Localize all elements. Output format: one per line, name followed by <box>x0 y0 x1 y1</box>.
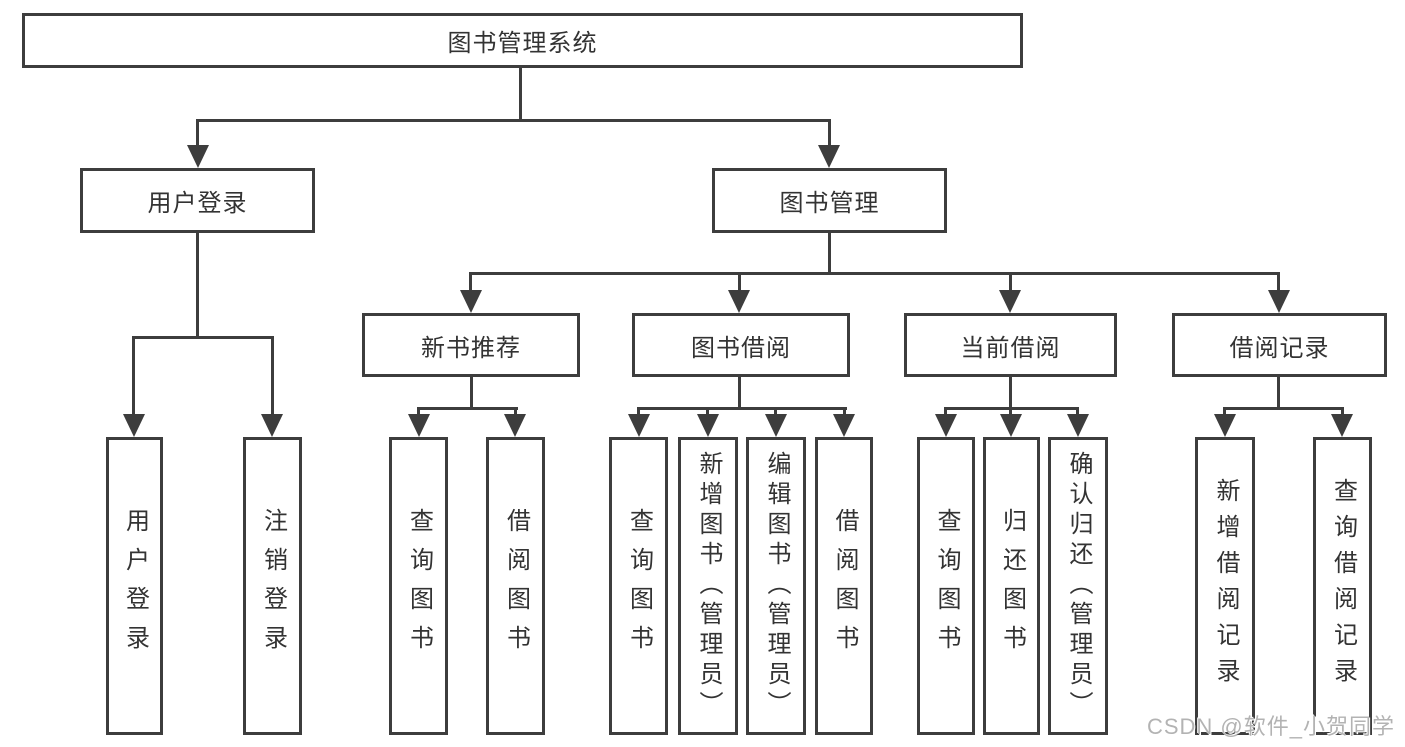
connector-bb-leaf3-shaft <box>774 407 777 419</box>
leaf-bb-edit-books-admin: 编辑图书（管理员） <box>746 437 806 735</box>
node-user-login: 用户登录 <box>80 168 315 233</box>
connector-borrowrecords-shaft <box>1277 272 1280 292</box>
leaf-cb-confirm-return-admin-label: 确认归还（管理员） <box>1065 451 1092 721</box>
node-book-borrow: 图书借阅 <box>632 313 850 377</box>
connector-login-leaf1-shaft <box>132 336 135 418</box>
arrow-br-leaf1 <box>1214 414 1236 437</box>
leaf-cb-confirm-return-admin: 确认归还（管理员） <box>1048 437 1108 735</box>
arrow-nb-leaf1 <box>408 414 430 437</box>
connector-root-stem <box>519 68 522 122</box>
connector-newbook-shaft <box>469 272 472 292</box>
connector-nb-leaf1-shaft <box>417 407 420 419</box>
node-borrow-records: 借阅记录 <box>1172 313 1387 377</box>
connector-newbook-stem <box>470 377 473 409</box>
connector-borrowrecords-bus <box>1223 407 1344 410</box>
leaf-br-query-record: 查询借阅记录 <box>1313 437 1372 735</box>
arrow-cb-leaf2 <box>1000 414 1022 437</box>
node-borrow-records-label: 借阅记录 <box>1229 334 1330 362</box>
connector-book-mgmt-bus <box>469 272 1280 275</box>
connector-user-login-bus <box>132 336 274 339</box>
connector-newbook-bus <box>417 407 518 410</box>
connector-bb-leaf4-shaft <box>843 407 846 419</box>
connector-currentborrow-shaft <box>1009 272 1012 292</box>
leaf-cb-return-books: 归还图书 <box>983 437 1040 735</box>
connector-bookborrow-shaft <box>738 272 741 292</box>
connector-bb-leaf1-shaft <box>637 407 640 419</box>
connector-book-mgmt-stem <box>828 233 831 275</box>
leaf-bb-query-books: 查询图书 <box>609 437 668 735</box>
connector-root-bus <box>196 119 831 122</box>
leaf-bb-add-books-admin: 新增图书（管理员） <box>678 437 738 735</box>
node-current-borrow: 当前借阅 <box>904 313 1117 377</box>
arrow-login-leaf1 <box>123 414 145 437</box>
node-new-book-recommend-label: 新书推荐 <box>421 334 521 362</box>
leaf-br-query-record-label: 查询借阅记录 <box>1329 478 1357 694</box>
connector-br-leaf2-shaft <box>1341 407 1344 419</box>
arrow-cb-leaf3 <box>1067 414 1089 437</box>
node-book-borrow-label: 图书借阅 <box>691 334 791 362</box>
leaf-nb-query-books: 查询图书 <box>389 437 448 735</box>
arrow-bb-leaf1 <box>628 414 650 437</box>
connector-bookborrow-stem <box>738 377 741 409</box>
connector-cb-leaf3-shaft <box>1076 407 1079 419</box>
leaf-br-add-record: 新增借阅记录 <box>1195 437 1255 735</box>
connector-cb-leaf1-shaft <box>944 407 947 419</box>
leaf-user-login: 用户登录 <box>106 437 163 735</box>
arrow-bb-leaf2 <box>697 414 719 437</box>
arrow-bookborrow <box>728 290 750 313</box>
leaf-nb-borrow-books: 借阅图书 <box>486 437 545 735</box>
node-user-login-label: 用户登录 <box>147 190 248 217</box>
arrow-bb-leaf4 <box>833 414 855 437</box>
arrow-borrowrecords <box>1268 290 1290 313</box>
connector-nb-leaf2-shaft <box>514 407 517 419</box>
arrow-br-leaf2 <box>1331 414 1353 437</box>
connector-br-leaf1-shaft <box>1223 407 1226 419</box>
arrow-nb-leaf2 <box>504 414 526 437</box>
node-current-borrow-label: 当前借阅 <box>960 334 1061 362</box>
leaf-bb-query-books-label: 查询图书 <box>625 508 653 664</box>
leaf-logout: 注销登录 <box>243 437 302 735</box>
leaf-bb-borrow-books: 借阅图书 <box>815 437 873 735</box>
arrow-login-leaf2 <box>261 414 283 437</box>
leaf-user-login-label: 用户登录 <box>121 508 149 664</box>
leaf-bb-edit-books-admin-label: 编辑图书（管理员） <box>763 451 790 721</box>
connector-book-mgmt-shaft <box>828 119 831 149</box>
arrow-bb-leaf3 <box>765 414 787 437</box>
connector-bookborrow-bus <box>637 407 847 410</box>
connector-user-login-shaft <box>196 119 199 149</box>
node-library-system-label: 图书管理系统 <box>447 30 598 57</box>
leaf-bb-borrow-books-label: 借阅图书 <box>831 508 858 664</box>
leaf-logout-label: 注销登录 <box>259 508 287 664</box>
leaf-cb-query-books-label: 查询图书 <box>933 508 960 664</box>
leaf-nb-borrow-books-label: 借阅图书 <box>502 508 530 664</box>
node-library-system: 图书管理系统 <box>22 13 1023 68</box>
arrow-user-login <box>187 145 209 168</box>
leaf-br-add-record-label: 新增借阅记录 <box>1212 478 1239 694</box>
leaf-bb-add-books-admin-label: 新增图书（管理员） <box>695 451 722 721</box>
node-new-book-recommend: 新书推荐 <box>362 313 580 377</box>
arrow-book-mgmt <box>818 145 840 168</box>
arrow-cb-leaf1 <box>935 414 957 437</box>
leaf-cb-return-books-label: 归还图书 <box>998 508 1026 664</box>
csdn-watermark: CSDN @软件_小贺同学 <box>1146 714 1395 739</box>
connector-bb-leaf2-shaft <box>706 407 709 419</box>
node-book-management-label: 图书管理 <box>779 190 880 217</box>
leaf-cb-query-books: 查询图书 <box>917 437 975 735</box>
connector-borrowrecords-stem <box>1277 377 1280 409</box>
arrow-newbook <box>460 290 482 313</box>
node-book-management: 图书管理 <box>712 168 947 233</box>
arrow-currentborrow <box>999 290 1021 313</box>
connector-user-login-stem <box>196 233 199 339</box>
connector-cb-leaf2-shaft <box>1009 407 1012 419</box>
connector-currentborrow-stem <box>1009 377 1012 409</box>
leaf-nb-query-books-label: 查询图书 <box>405 508 433 664</box>
connector-login-leaf2-shaft <box>271 336 274 418</box>
